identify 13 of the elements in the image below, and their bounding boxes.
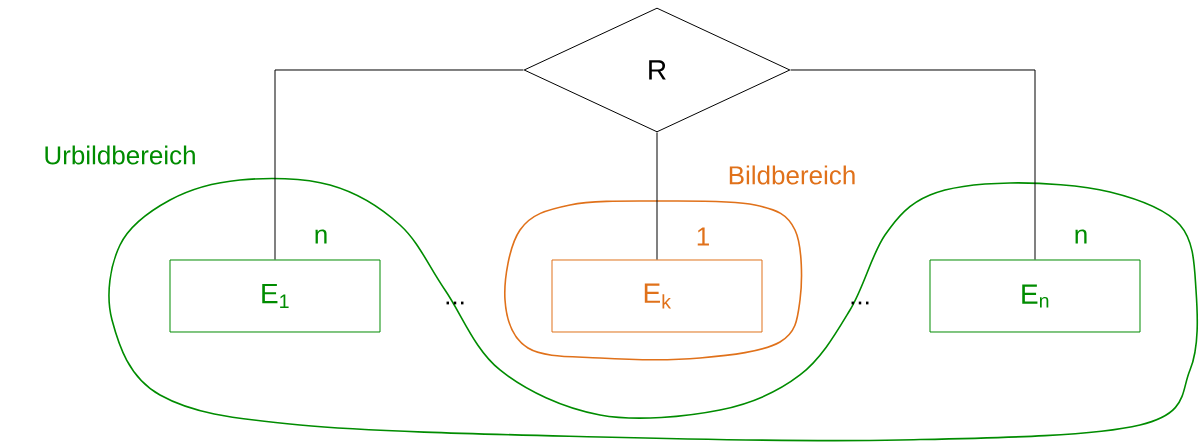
ellipsis: ... [851,301,869,305]
ellipsis: ... [446,301,464,305]
entity-box: E$_{k}$ [551,259,763,333]
cardinality-label: n [1075,229,1087,244]
connector-line [790,69,1036,260]
connector-line [274,69,524,260]
cardinality-label: 1 [697,227,709,246]
cardinality-label: n [315,229,327,244]
connector-line [656,132,658,260]
node-label: Bildbereich [729,165,855,185]
entity-box: E$_{n}$ [929,259,1141,333]
entity-box: E$_{1}$ [169,259,381,333]
node-label: Urbildbereich [45,145,195,165]
